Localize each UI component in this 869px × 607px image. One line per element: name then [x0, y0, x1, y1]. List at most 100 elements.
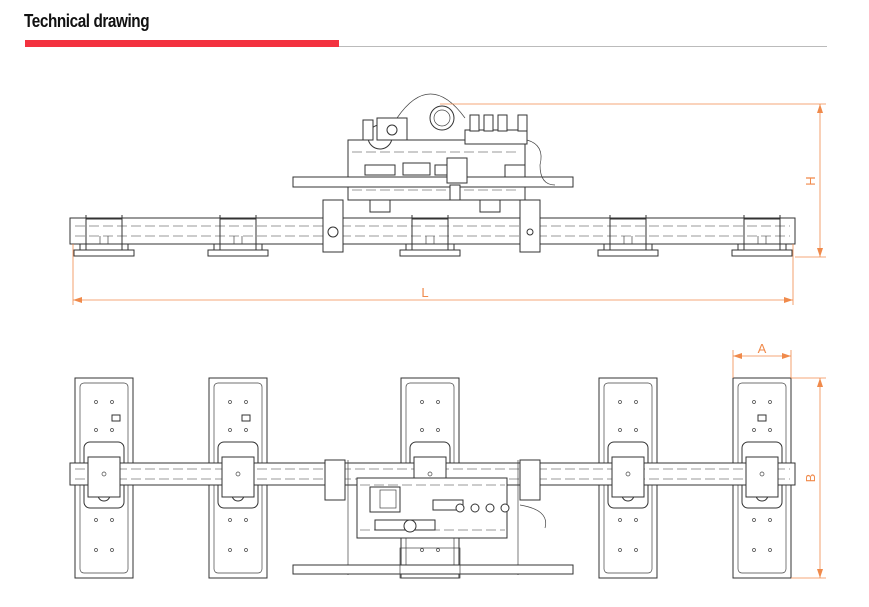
dimension-arrow: [782, 353, 791, 359]
switch-window: [379, 489, 397, 509]
dimension-arrow: [784, 297, 793, 303]
suction-pad: [597, 249, 659, 257]
lug: [369, 199, 391, 213]
bolt-icon: [625, 471, 631, 477]
center-plate: [399, 547, 461, 579]
screw-hole: [244, 548, 248, 552]
dimension-label-l: L: [421, 285, 428, 300]
hose: [396, 93, 466, 119]
dimension-label-b: B: [803, 474, 818, 483]
dimension-label-a: A: [758, 341, 767, 356]
pad-bracket: [611, 456, 645, 498]
hose: [519, 504, 547, 529]
screw-hole: [768, 548, 772, 552]
screw-hole: [228, 428, 232, 432]
screw-hole: [110, 518, 114, 522]
screw-hole: [768, 400, 772, 404]
filter: [402, 162, 431, 176]
screw-hole: [94, 548, 98, 552]
manifold: [464, 129, 528, 145]
screw-hole: [244, 400, 248, 404]
suction-pad: [73, 249, 135, 257]
screw-hole: [752, 548, 756, 552]
dimension-label-h: H: [803, 176, 818, 185]
screw-hole: [634, 400, 638, 404]
screw-hole: [618, 518, 622, 522]
dimension-arrow: [817, 104, 823, 113]
manifold-valve: [485, 503, 495, 513]
dimension-arrow: [817, 378, 823, 387]
screw-hole: [768, 518, 772, 522]
clamp-right: [519, 459, 541, 501]
screw-hole: [228, 548, 232, 552]
suction-pad: [731, 249, 793, 257]
lug: [479, 199, 501, 213]
screw-hole: [768, 428, 772, 432]
nut-icon: [111, 414, 121, 422]
screw-hole: [436, 548, 440, 552]
dimension-arrow: [73, 297, 82, 303]
fitting: [504, 164, 526, 178]
manifold-valve: [517, 114, 528, 132]
screw-hole: [420, 428, 424, 432]
pad-base: [737, 243, 787, 251]
manifold-valve: [497, 114, 508, 132]
bolt-icon: [235, 471, 241, 477]
silencer: [449, 184, 461, 201]
screw-hole: [634, 428, 638, 432]
manifold-valve: [469, 114, 480, 132]
handle-bar: [292, 176, 574, 188]
screw-hole: [618, 548, 622, 552]
dimension-arrow: [733, 353, 742, 359]
screw-hole: [244, 518, 248, 522]
bolt-icon: [101, 471, 107, 477]
screw-hole: [244, 428, 248, 432]
screw-hole: [110, 548, 114, 552]
pad-base: [79, 243, 129, 251]
clamp-left: [324, 459, 346, 501]
screw-hole: [228, 518, 232, 522]
plan-view: [69, 377, 796, 579]
gauge-dial: [433, 109, 451, 127]
pad-bracket: [745, 456, 779, 498]
screw-hole: [420, 400, 424, 404]
title-underline-accent: [25, 40, 339, 47]
manifold-valve: [455, 503, 465, 513]
screw-hole: [752, 400, 756, 404]
pad-bracket: [221, 456, 255, 498]
pad-base: [405, 243, 455, 251]
beam: [69, 217, 796, 245]
screw-hole: [752, 428, 756, 432]
screw-hole: [436, 428, 440, 432]
bolt-icon: [327, 226, 339, 238]
dimension-lines: [72, 103, 826, 579]
screw-hole: [618, 428, 622, 432]
screw-hole: [436, 400, 440, 404]
screw-hole: [110, 400, 114, 404]
dimension-arrow: [817, 248, 823, 257]
screw-hole: [228, 400, 232, 404]
dimension-arrow: [817, 569, 823, 578]
screw-hole: [94, 400, 98, 404]
screw-hole: [618, 400, 622, 404]
knob-icon: [386, 124, 398, 136]
bolt-icon: [759, 471, 765, 477]
nut-icon: [241, 414, 251, 422]
screw-hole: [94, 428, 98, 432]
side-elevation-view: [69, 93, 796, 257]
manifold-valve: [500, 503, 510, 513]
suction-pad: [207, 249, 269, 257]
valve: [364, 164, 396, 176]
bolt-icon: [526, 228, 534, 236]
pad-base: [213, 243, 263, 251]
nut-icon: [757, 414, 767, 422]
hose: [526, 139, 556, 186]
clamp-right: [519, 199, 541, 253]
sensor: [362, 119, 374, 141]
manifold-valve: [483, 114, 494, 132]
title-underline: [339, 46, 827, 47]
clamp-left: [322, 199, 344, 253]
vacuum-gauge-icon: [429, 105, 455, 131]
section-title: Technical drawing: [24, 11, 150, 31]
